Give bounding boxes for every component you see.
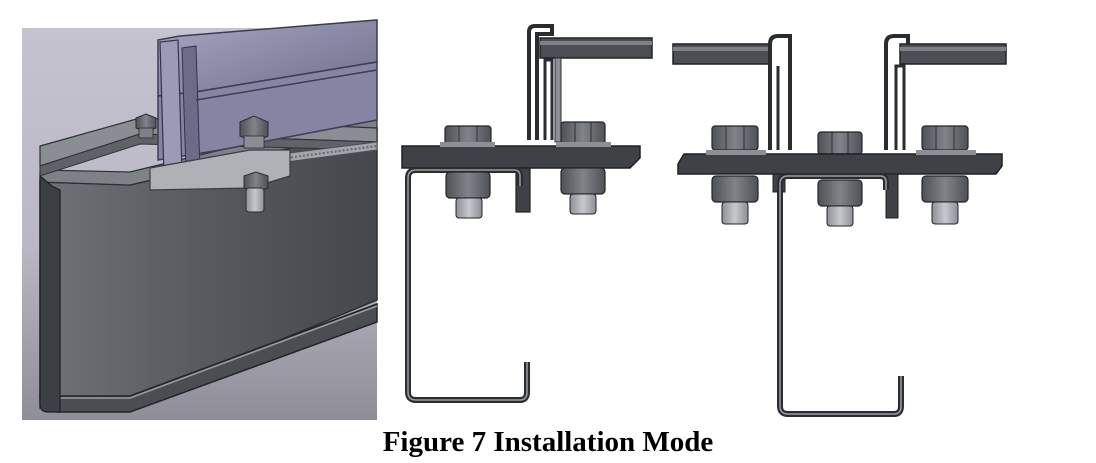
double-bottom-nut-right bbox=[921, 175, 969, 225]
figure bbox=[22, 19, 1007, 420]
double-top-nut-left bbox=[711, 125, 759, 151]
single-bottom-nut-left bbox=[445, 171, 491, 219]
figure-caption: Figure 7 Installation Mode bbox=[382, 426, 714, 458]
double-bottom-nut-left bbox=[711, 175, 759, 225]
panel-single-side-section bbox=[401, 24, 653, 403]
double-top-nut-center bbox=[817, 131, 863, 155]
panel-iso-3d-view bbox=[22, 19, 378, 420]
single-bottom-nut-right bbox=[560, 167, 606, 215]
double-top-nut-right bbox=[921, 125, 969, 151]
double-bottom-nut-center bbox=[817, 179, 863, 227]
panel-double-side-section bbox=[672, 34, 1007, 417]
iso-bolt-left bbox=[135, 113, 157, 139]
iso-bolt-right bbox=[239, 115, 269, 213]
